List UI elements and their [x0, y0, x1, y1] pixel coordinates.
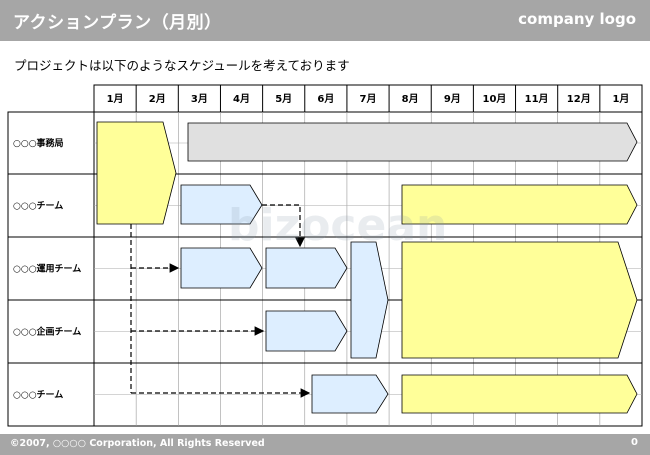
blue-tall-integration: [350, 241, 389, 359]
gray-bar-secretariat: [187, 122, 638, 162]
month-label: 1月: [612, 93, 629, 105]
month-label: 2月: [149, 93, 166, 105]
month-label: 6月: [317, 93, 334, 105]
row-label: ○○○チーム: [13, 201, 63, 212]
yellow-bar-team: [401, 184, 638, 225]
company-logo: company logo: [518, 10, 636, 28]
blue-task-team-2: [311, 374, 389, 414]
row-label: ○○○運用チーム: [13, 264, 81, 275]
page-subtitle: プロジェクトは以下のようなスケジュールを考えております: [14, 58, 350, 73]
page-title: アクションプラン（月別）: [13, 13, 222, 33]
yellow-bar-team-2: [401, 374, 638, 414]
month-label: 11月: [525, 93, 549, 105]
footer-bar: ©2007, ○○○○ Corporation, All Rights Rese…: [0, 434, 650, 455]
watermark-logo: bizocean: [228, 200, 447, 251]
row-label: ○○○事務局: [13, 137, 64, 149]
page-number: 0: [631, 437, 638, 448]
blue-task-team: [180, 184, 263, 225]
row-labels: ○○○事務局 ○○○チーム ○○○運用チーム ○○○企画チーム ○○○チーム: [13, 137, 81, 401]
connector-team-task-to-ops: [262, 204, 305, 248]
month-label: 9月: [444, 93, 461, 105]
month-labels: 1月 2月 3月 4月 5月 6月 7月 8月 9月 10月 11月 12月 1月: [107, 93, 630, 105]
row-label: ○○○チーム: [13, 390, 63, 401]
month-label: 12月: [567, 93, 591, 105]
blue-task-ops-1: [180, 247, 263, 289]
month-label: 4月: [233, 93, 250, 105]
dependency-connectors: [130, 204, 311, 398]
month-label: 7月: [360, 93, 377, 105]
yellow-block-ops: [401, 241, 638, 359]
svg-text:bizocean: bizocean: [228, 200, 447, 251]
month-label: 8月: [402, 93, 419, 105]
grid-body: [93, 111, 643, 427]
yellow-block-start: [96, 121, 177, 225]
header-bar: アクションプラン（月別） company logo: [0, 0, 650, 41]
month-label: 1月: [107, 93, 124, 105]
blue-task-ops-2: [265, 247, 348, 289]
month-label: 10月: [483, 93, 507, 105]
month-label: 5月: [275, 93, 292, 105]
copyright-text: ©2007, ○○○○ Corporation, All Rights Rese…: [10, 438, 265, 449]
row-label: ○○○企画チーム: [13, 326, 81, 338]
month-label: 3月: [191, 93, 208, 105]
blue-task-planning: [265, 310, 348, 352]
